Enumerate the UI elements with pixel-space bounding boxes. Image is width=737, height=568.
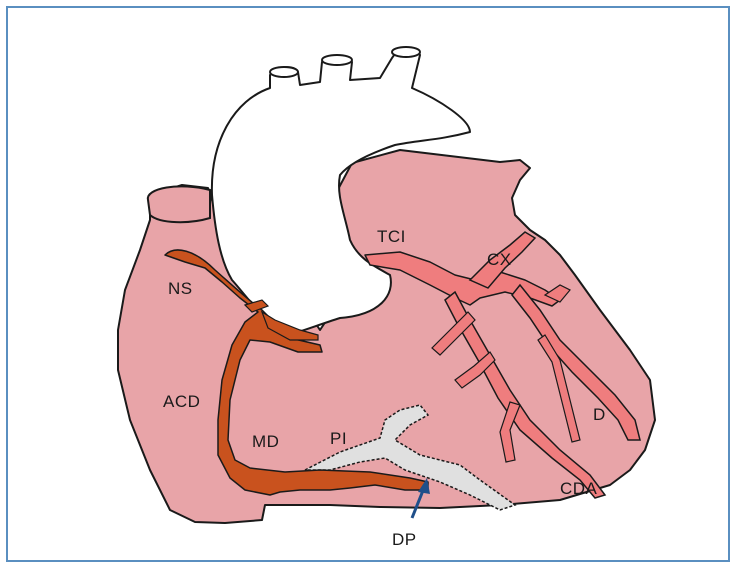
label-acd: ACD [163, 392, 200, 411]
vessel-opening-3 [392, 47, 420, 57]
label-d: D [593, 405, 606, 424]
vessel-opening-2 [322, 55, 352, 65]
label-tci: TCI [377, 227, 406, 246]
label-cx: CX [487, 250, 512, 269]
superior-vena-cava [148, 186, 210, 222]
label-cda: CDA [560, 479, 598, 498]
vessel-opening-1 [270, 67, 298, 77]
label-pi: PI [330, 429, 347, 448]
label-dp: DP [392, 530, 417, 549]
label-md: MD [252, 432, 279, 451]
label-ns: NS [168, 279, 193, 298]
